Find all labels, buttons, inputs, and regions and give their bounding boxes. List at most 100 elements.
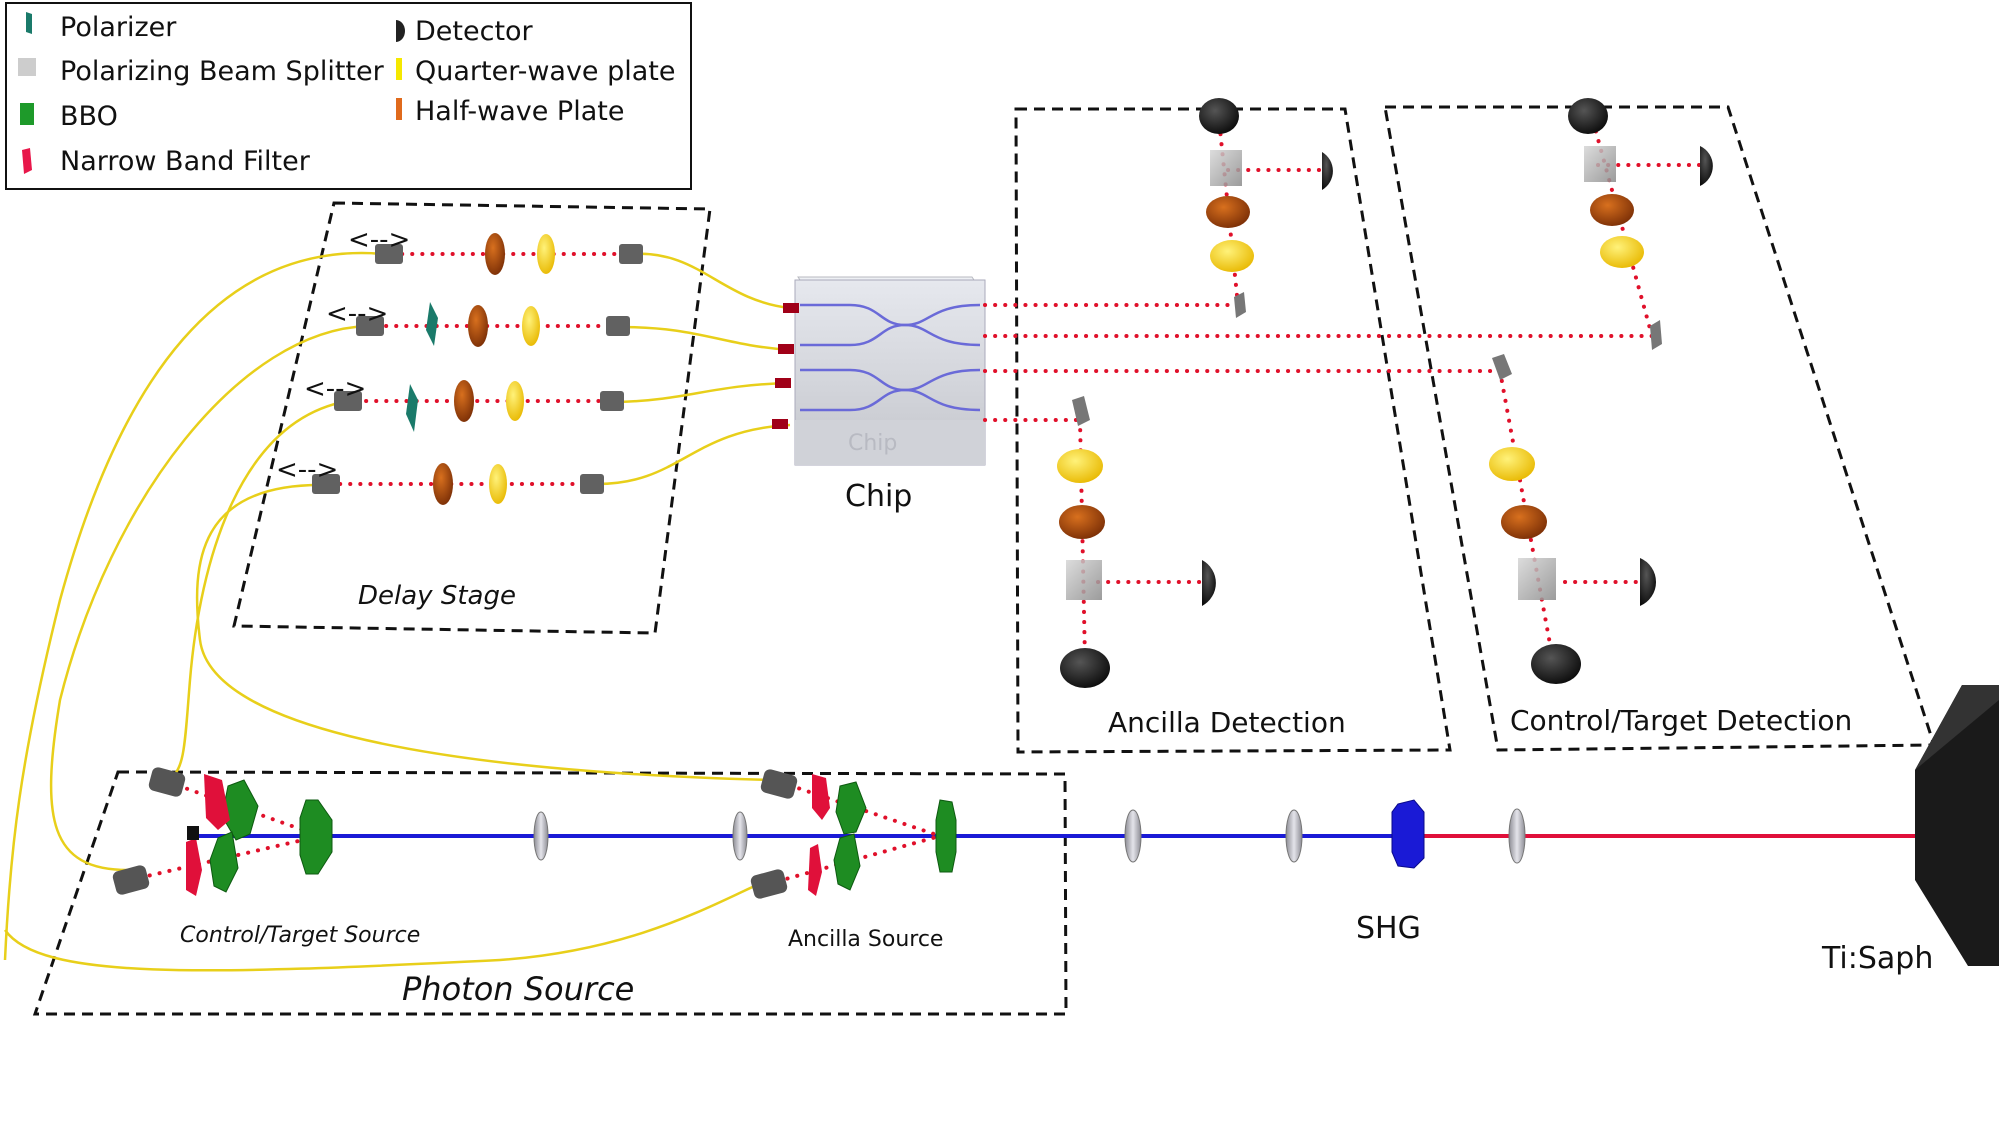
delay-arrow-3: <-->	[304, 374, 366, 404]
half-wave-plate	[485, 233, 505, 275]
detector-icon	[1700, 146, 1713, 186]
ancilla-detection-label: Ancilla Detection	[1108, 706, 1346, 739]
half-wave-plate	[1501, 505, 1547, 539]
delay-stage-box	[232, 201, 712, 635]
photon-source-label: Photon Source	[402, 970, 634, 1008]
filter-icon	[22, 148, 32, 174]
control-target-detection-optics	[1489, 98, 1713, 684]
detector-icon	[1199, 98, 1239, 134]
fiber-coupler	[760, 769, 798, 799]
detector-icon	[1060, 648, 1110, 688]
delay-stage-optics: <--> <--> <--> <-->	[276, 225, 643, 505]
pbs-icon	[18, 58, 36, 76]
quarter-wave-plate	[1210, 240, 1254, 272]
lens-icon	[1508, 808, 1526, 864]
quarter-wave-plate	[1057, 449, 1103, 483]
narrow-band-filter	[808, 844, 822, 896]
fiber-coupler	[334, 391, 362, 411]
bbo-crystal	[833, 833, 861, 891]
legend-filter: Narrow Band Filter	[60, 146, 311, 177]
optical-fibers	[3, 251, 791, 972]
shg-crystal	[1391, 799, 1425, 869]
dashed-enclosures	[32, 105, 1937, 1016]
legend-hwp: Half-wave Plate	[415, 96, 624, 127]
quarter-wave-plate	[522, 306, 540, 346]
quarter-wave-plate	[506, 381, 524, 421]
quarter-wave-plate	[489, 464, 507, 504]
quarter-wave-plate	[1600, 236, 1644, 268]
pbs-cube	[1210, 150, 1242, 186]
legend: Polarizer Polarizing Beam Splitter BBO N…	[5, 2, 692, 190]
fiber-coupler	[312, 474, 340, 494]
mirror	[1072, 396, 1090, 426]
delay-arrow-1: <-->	[348, 225, 410, 255]
lens-icon	[1124, 809, 1142, 863]
photonic-chip: Chip	[772, 276, 986, 466]
pbs-cube	[1584, 146, 1616, 182]
lens-icon	[533, 811, 549, 861]
legend-detector: Detector	[415, 16, 534, 47]
hwp-icon	[396, 98, 402, 120]
ancilla-source-optics	[750, 769, 957, 899]
control-target-detection-label: Control/Target Detection	[1510, 704, 1852, 737]
detector-icon	[1202, 560, 1216, 606]
detector-icon	[1568, 98, 1608, 134]
fiber-coupler	[356, 316, 384, 336]
control-target-source-label: Control/Target Source	[180, 923, 420, 948]
half-wave-plate	[454, 380, 474, 422]
polarizer	[426, 302, 438, 346]
quarter-wave-plate	[537, 234, 555, 274]
half-wave-plate	[1590, 194, 1634, 226]
fiber-coupler	[606, 316, 630, 336]
detector-legend-icon	[396, 20, 405, 42]
fiber-coupler	[112, 865, 150, 895]
narrow-band-filter	[812, 774, 830, 820]
legend-polarizer: Polarizer	[60, 12, 177, 43]
photon-source-box	[32, 770, 1068, 1016]
bbo-crystal	[835, 781, 867, 835]
half-wave-plate	[468, 305, 488, 347]
delay-stage-label: Delay Stage	[358, 581, 516, 611]
legend-qwp: Quarter-wave plate	[415, 56, 676, 87]
bbo-crystal	[299, 799, 333, 875]
ancilla-detection-optics	[1057, 98, 1333, 688]
mirror	[1234, 292, 1246, 318]
half-wave-plate	[1059, 505, 1105, 539]
legend-pbs: Polarizing Beam Splitter	[60, 56, 385, 87]
lens-icon	[732, 811, 748, 861]
legend-bbo: BBO	[60, 101, 118, 132]
pbs-cube	[1518, 558, 1556, 600]
half-wave-plate	[433, 463, 453, 505]
delay-arrow-4: <-->	[276, 455, 338, 485]
detector-icon	[1640, 558, 1657, 606]
mirror	[1650, 320, 1662, 350]
fiber-coupler	[580, 474, 604, 494]
fiber-coupler	[600, 391, 624, 411]
fiber-coupler	[148, 767, 186, 797]
bbo-crystal	[935, 799, 957, 873]
control-target-detection-box	[1383, 105, 1937, 752]
pump-lenses	[533, 808, 1526, 864]
chip-inner-label: Chip	[848, 431, 897, 456]
mirror	[1492, 354, 1512, 380]
pbs-cube	[1066, 560, 1102, 600]
lens-icon	[1285, 809, 1303, 863]
bbo-icon	[20, 103, 34, 125]
shg-label: SHG	[1356, 911, 1421, 946]
fiber-coupler	[750, 869, 788, 899]
chip-label: Chip	[845, 479, 912, 514]
quarter-wave-plate	[1489, 447, 1535, 481]
ti-saph-label: Ti:Saph	[1821, 941, 1933, 976]
fiber-coupler	[375, 244, 403, 264]
ancilla-source-label: Ancilla Source	[788, 927, 943, 952]
ti-saph-laser	[1915, 685, 1999, 966]
narrow-band-filter	[186, 838, 202, 896]
narrow-band-filter	[204, 774, 230, 830]
polarizer	[406, 384, 418, 432]
polarizer-icon	[26, 12, 32, 34]
qwp-icon	[396, 58, 402, 80]
half-wave-plate	[1206, 196, 1250, 228]
control-target-source-optics	[112, 767, 333, 896]
detector-icon	[1531, 644, 1581, 684]
